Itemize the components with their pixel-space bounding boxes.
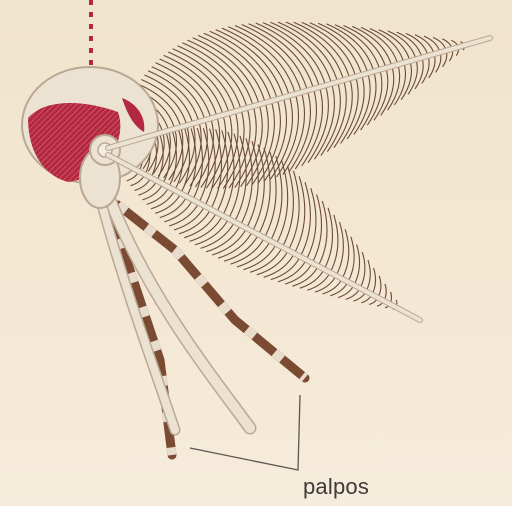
feather-barb [415, 35, 434, 54]
feather-barb [394, 63, 405, 105]
feather-barb [300, 182, 310, 257]
feather-barb [164, 200, 192, 222]
feather-barb [195, 118, 213, 186]
feather-barb [408, 59, 417, 94]
feather-barb [156, 63, 211, 119]
feather-barb [306, 188, 316, 260]
feather-barb [160, 197, 187, 218]
feather-barb [334, 78, 352, 147]
feather-barb [341, 77, 359, 144]
feather-barb [212, 228, 246, 255]
feather-barb [312, 194, 321, 263]
feather-barb [318, 201, 327, 266]
feather-barb [378, 276, 381, 298]
feather-barb [151, 190, 175, 209]
feather-barb [348, 237, 354, 282]
feather-barb [292, 266, 318, 286]
feather-barb [155, 194, 181, 214]
feather-barb [307, 273, 330, 291]
feather-barb [184, 212, 216, 237]
feather-barb [294, 176, 304, 253]
lower-antenna-feather [123, 128, 414, 317]
feather-barb [401, 61, 411, 100]
palpos-label: palpos [303, 474, 369, 500]
feather-barb [179, 209, 211, 234]
feather-barb [278, 260, 306, 282]
feather-barb [264, 254, 295, 278]
feather-barb [169, 203, 199, 226]
feather-barb [354, 244, 360, 285]
feather-barb [257, 250, 289, 274]
feather-barb [324, 208, 332, 269]
feather-barb [206, 115, 225, 188]
feather-barb [271, 257, 300, 280]
feather-barb [190, 120, 207, 186]
palpos-callout-line [190, 395, 300, 470]
feather-barb [174, 206, 205, 230]
feather-barb [366, 260, 370, 291]
upper-antenna-feather [119, 22, 482, 189]
feather-barb [288, 171, 299, 251]
feather-barb [285, 263, 312, 284]
feather-barb [300, 269, 324, 288]
feather-barb [360, 252, 365, 288]
feather-barb [201, 117, 220, 188]
feather-barb [218, 231, 252, 258]
feather-barb [372, 268, 376, 295]
